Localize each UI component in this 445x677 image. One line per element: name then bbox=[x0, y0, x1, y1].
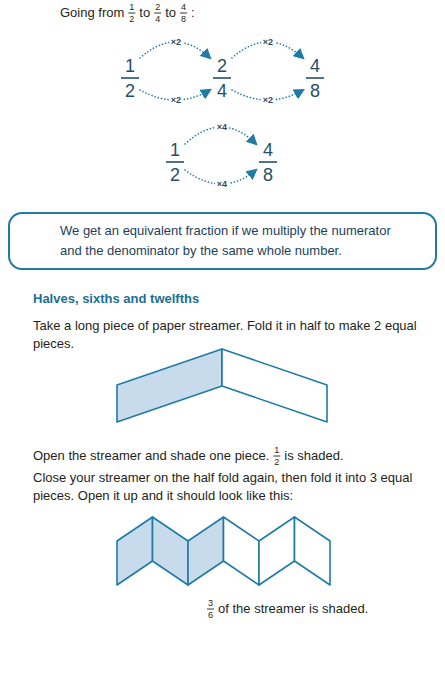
text-label: : bbox=[191, 6, 195, 21]
fraction-bar bbox=[128, 13, 135, 14]
fraction-number: 1 bbox=[125, 56, 135, 77]
fraction-bar bbox=[207, 609, 214, 610]
text-label: 4 bbox=[181, 2, 186, 12]
fraction-bar bbox=[259, 161, 277, 163]
streamer-panel bbox=[153, 517, 189, 585]
text-label: Take a long piece of paper streamer. Fol… bbox=[33, 317, 438, 353]
text-label: 2 bbox=[274, 457, 279, 467]
fraction-number: 2 bbox=[170, 165, 180, 186]
text-label: to bbox=[139, 6, 150, 21]
streamer-half-shaded bbox=[117, 349, 222, 422]
text-label: Open the streamer and shade one piece. bbox=[33, 449, 269, 464]
text-label: Halves, sixths and twelfths bbox=[33, 292, 199, 307]
text-label: 1 bbox=[274, 445, 279, 455]
fraction-bar bbox=[166, 161, 184, 163]
text-label: Close your streamer on the half fold aga… bbox=[33, 469, 433, 505]
streamer-half bbox=[222, 349, 327, 422]
operator-label: ×2 bbox=[261, 37, 275, 47]
fraction-bar bbox=[306, 77, 324, 79]
fraction-bar bbox=[121, 77, 139, 79]
fraction-number: 8 bbox=[263, 165, 273, 186]
fraction-bar bbox=[154, 13, 161, 14]
note-box: We get an equivalent fraction if we mult… bbox=[8, 212, 437, 270]
fraction-number: 4 bbox=[310, 56, 320, 77]
text-label: 1 bbox=[129, 2, 134, 12]
operator-label: ×4 bbox=[215, 179, 229, 189]
streamer-panel bbox=[259, 517, 295, 585]
streamer-panel bbox=[295, 517, 331, 585]
text-label: 3 bbox=[208, 598, 213, 608]
note-text: We get an equivalent fraction if we mult… bbox=[10, 214, 435, 261]
fraction-bar bbox=[273, 456, 280, 457]
text-label: is shaded. bbox=[284, 449, 343, 464]
text-label: 6 bbox=[208, 610, 213, 620]
fraction-number: 1 bbox=[170, 140, 180, 161]
text-label: 4 bbox=[155, 14, 160, 24]
fraction-bar bbox=[213, 77, 231, 79]
fraction-number: 4 bbox=[263, 140, 273, 161]
streamer-panel bbox=[188, 517, 224, 585]
streamer-panel bbox=[224, 517, 260, 585]
fraction-number: 2 bbox=[125, 81, 135, 102]
operator-label: ×2 bbox=[169, 95, 183, 105]
fraction-number: 4 bbox=[217, 81, 227, 102]
operator-label: ×4 bbox=[215, 122, 229, 132]
text-label: of the streamer is shaded. bbox=[218, 602, 368, 617]
fraction-bar bbox=[180, 13, 187, 14]
text-label: 8 bbox=[181, 14, 186, 24]
operator-label: ×2 bbox=[169, 37, 183, 47]
fraction-number: 8 bbox=[310, 81, 320, 102]
streamer-panel bbox=[117, 517, 153, 585]
operator-label: ×2 bbox=[261, 95, 275, 105]
text-label: Going from bbox=[60, 6, 124, 21]
fraction-number: 2 bbox=[217, 56, 227, 77]
text-label: 2 bbox=[129, 14, 134, 24]
text-label: 2 bbox=[155, 2, 160, 12]
text-label: to bbox=[165, 6, 176, 21]
